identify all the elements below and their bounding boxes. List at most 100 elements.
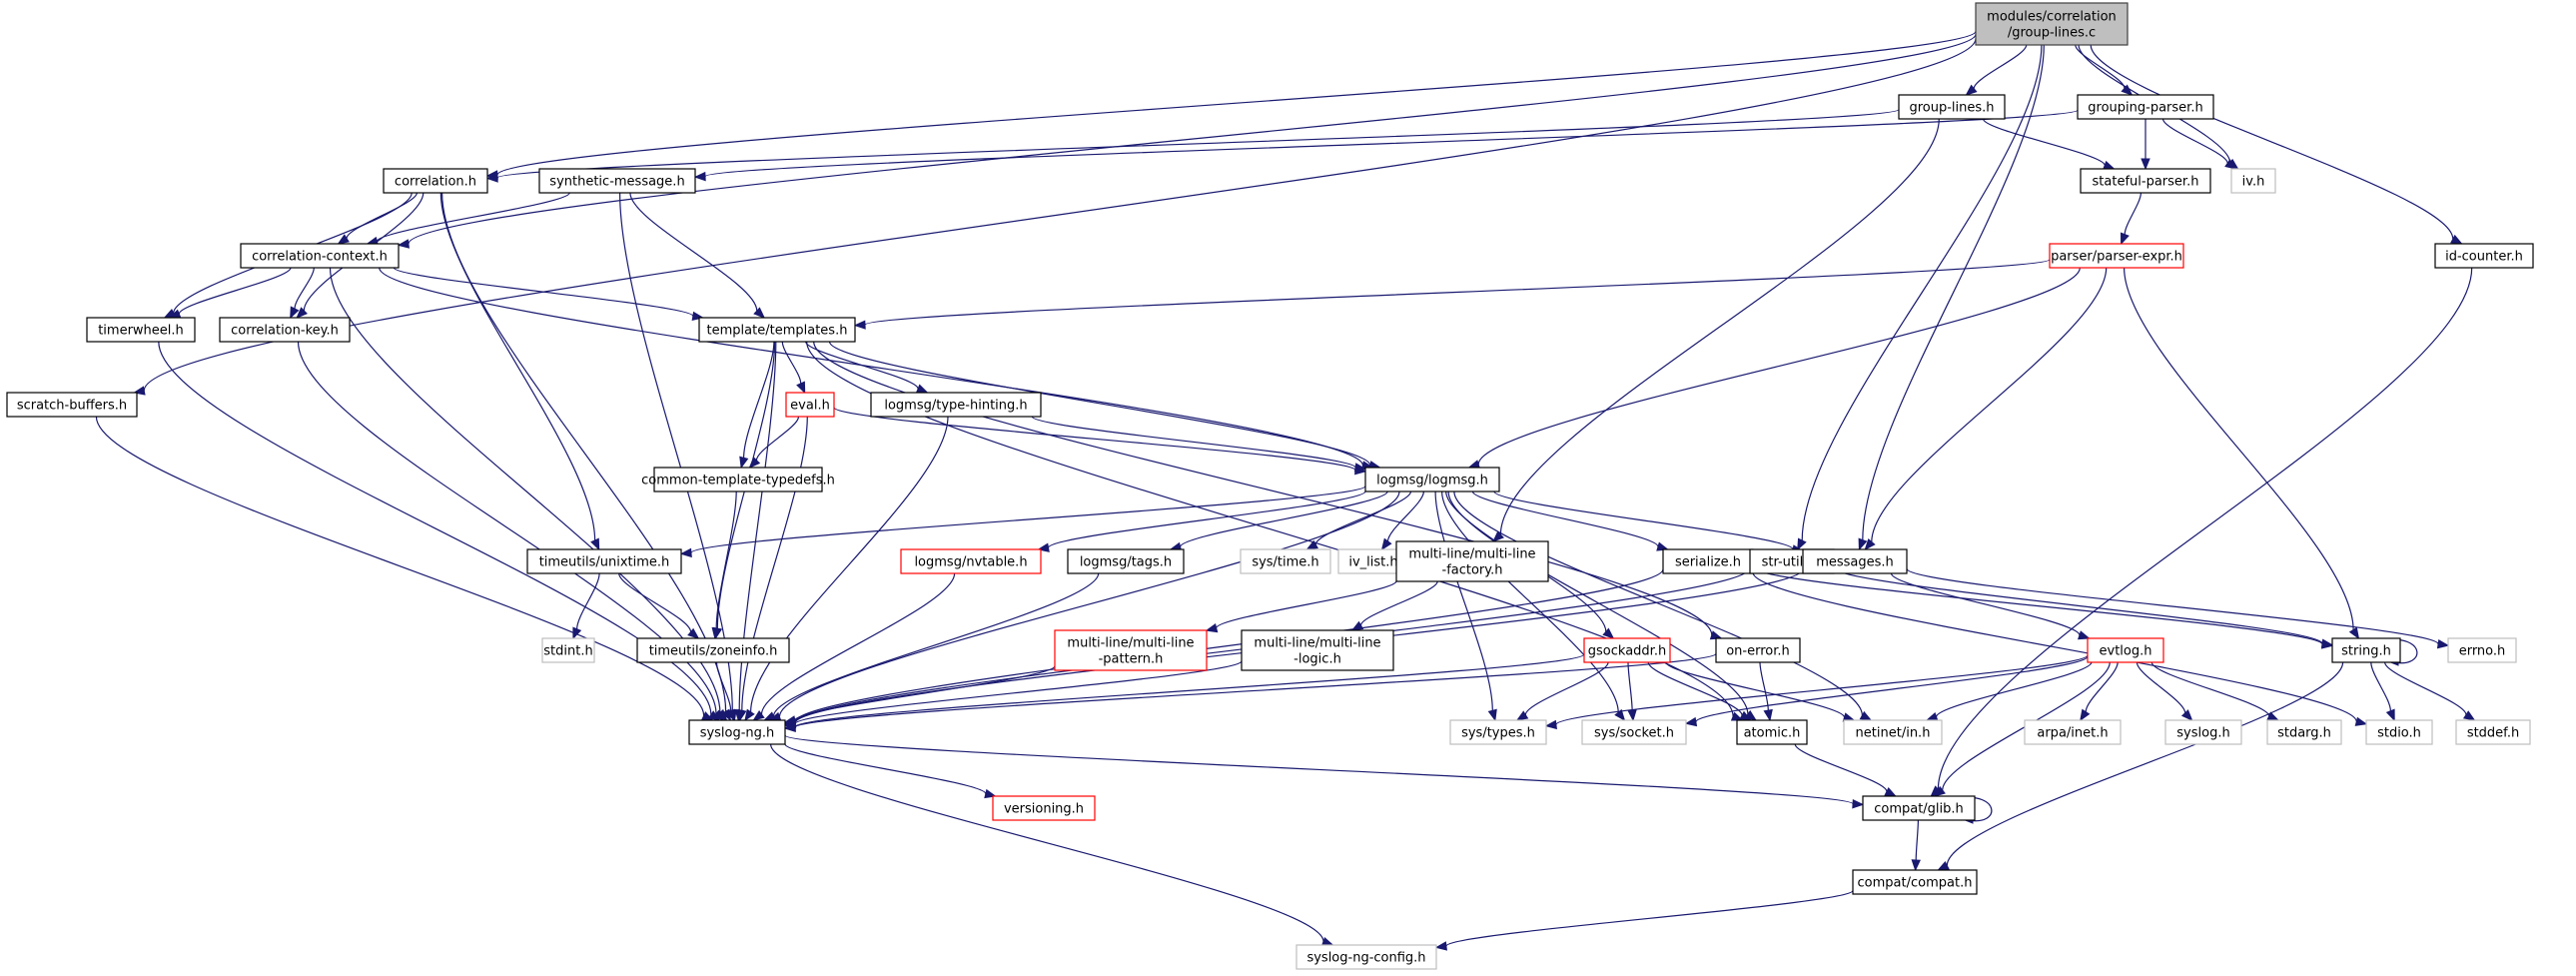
node-zoneinfo-h[interactable]: timeutils/zoneinfo.h xyxy=(636,637,790,663)
node-logmsg-h[interactable]: logmsg/logmsg.h xyxy=(1364,467,1500,492)
node-label: serialize.h xyxy=(1675,555,1741,570)
arrowhead xyxy=(712,709,725,721)
edge-eval-h-to-logmsg-h xyxy=(833,407,1367,476)
arrowhead xyxy=(748,457,761,469)
arrowhead xyxy=(1205,622,1219,633)
node-versioning-h[interactable]: versioning.h xyxy=(992,795,1096,821)
node-label: modules/correlation xyxy=(1987,10,2117,25)
node-box xyxy=(2434,243,2534,269)
node-grouping-parser-h[interactable]: grouping-parser.h xyxy=(2077,94,2214,120)
node-root[interactable]: modules/correlation/group-lines.c xyxy=(1975,2,2129,46)
node-label: on-error.h xyxy=(1726,644,1790,659)
edge-type-hinting-h-to-syslog-ng-h xyxy=(744,416,949,722)
node-correlation-key-h[interactable]: correlation-key.h xyxy=(219,317,351,343)
node-box xyxy=(785,392,835,418)
node-label: messages.h xyxy=(1816,555,1894,570)
node-multi-line-factory-h[interactable]: multi-line/multi-line-factory.h xyxy=(1395,540,1549,582)
node-box xyxy=(992,795,1096,821)
edge-line xyxy=(794,653,1585,728)
edge-line xyxy=(1794,743,1888,792)
node-on-error-h[interactable]: on-error.h xyxy=(1715,637,1801,663)
edge-line xyxy=(2124,192,2142,235)
node-syslog-h: syslog.h xyxy=(2164,719,2242,745)
edge-evtlog-h-to-arpa-inet-h xyxy=(2080,661,2119,722)
node-box xyxy=(1975,2,2129,46)
node-gsockaddr-h[interactable]: gsockaddr.h xyxy=(1583,637,1671,663)
node-synthetic-message-h[interactable]: synthetic-message.h xyxy=(538,168,696,194)
node-multi-line-logic-h[interactable]: multi-line/multi-line-logic.h xyxy=(1241,629,1394,671)
node-messages-h[interactable]: messages.h xyxy=(1802,548,1908,574)
node-id-counter-h[interactable]: id-counter.h xyxy=(2434,243,2534,269)
node-multi-line-pattern-h[interactable]: multi-line/multi-line-pattern.h xyxy=(1054,629,1208,671)
edge-grouping-parser-h-to-synthetic-message-h xyxy=(693,109,2079,182)
arrowhead xyxy=(711,626,722,640)
arrowhead xyxy=(1859,710,1873,721)
edge-correlation-context-h-to-logmsg-h xyxy=(379,267,1374,471)
node-scratch-buffers-h[interactable]: scratch-buffers.h xyxy=(6,392,138,418)
arrowhead xyxy=(853,320,866,330)
edge-line xyxy=(1871,267,2108,542)
node-evtlog-h[interactable]: evtlog.h xyxy=(2087,637,2164,663)
edge-line xyxy=(1665,661,1846,718)
edge-line xyxy=(1031,416,1356,469)
edge-gsockaddr-h-to-sys-types-h xyxy=(1515,661,1609,721)
arrowhead xyxy=(693,171,706,182)
edge-line xyxy=(1445,889,1854,947)
nodes-layer: modules/correlation/group-lines.c group-l… xyxy=(6,2,2534,970)
node-compat-h[interactable]: compat/compat.h xyxy=(1852,869,1978,895)
edge-line xyxy=(393,267,694,317)
arrowhead xyxy=(1544,719,1557,730)
edge-group-lines-h-to-correlation-h xyxy=(485,109,1900,183)
arrowhead xyxy=(485,173,498,183)
edge-correlation-key-h-to-syslog-ng-h xyxy=(297,341,725,721)
node-timerwheel-h[interactable]: timerwheel.h xyxy=(86,317,196,343)
edge-line xyxy=(1759,661,1769,711)
node-box xyxy=(1843,719,1943,745)
node-group-lines-h[interactable]: group-lines.h xyxy=(1898,94,2006,120)
edge-logmsg-h-to-iv-list-h xyxy=(1380,490,1424,551)
edge-line xyxy=(297,341,717,714)
edge-line xyxy=(2370,661,2391,711)
node-type-hinting-h[interactable]: logmsg/type-hinting.h xyxy=(870,392,1042,418)
node-label: -pattern.h xyxy=(1099,652,1164,667)
edge-parser-expr-h-to-template-templates-h xyxy=(853,259,2051,330)
node-box xyxy=(541,637,595,663)
node-glib-h[interactable]: compat/glib.h xyxy=(1862,795,1976,821)
edge-line xyxy=(2124,267,2354,630)
arrowhead xyxy=(2436,638,2450,649)
node-label: timeutils/unixtime.h xyxy=(539,555,670,570)
node-box xyxy=(2447,637,2517,663)
edge-line xyxy=(2161,118,2228,164)
node-eval-h[interactable]: eval.h xyxy=(785,392,835,418)
edge-line xyxy=(1477,267,2081,465)
node-parser-expr-h[interactable]: parser/parser-expr.h xyxy=(2049,243,2184,269)
arrowhead xyxy=(2348,626,2360,640)
node-string-h[interactable]: string.h xyxy=(2331,637,2401,663)
node-correlation-context-h[interactable]: correlation-context.h xyxy=(240,243,400,269)
node-serialize-h[interactable]: serialize.h xyxy=(1662,548,1754,574)
node-syslog-ng-h[interactable]: syslog-ng.h xyxy=(688,719,786,745)
node-template-templates-h[interactable]: template/templates.h xyxy=(698,317,856,343)
node-atomic-h[interactable]: atomic.h xyxy=(1736,719,1808,745)
node-unixtime-h[interactable]: timeutils/unixtime.h xyxy=(526,548,682,574)
arrowhead xyxy=(2180,709,2193,721)
node-errno-h: errno.h xyxy=(2447,637,2517,663)
arrowhead xyxy=(1380,537,1392,551)
arrowhead xyxy=(1320,937,1334,946)
node-box xyxy=(1295,944,1437,970)
edge-evtlog-h-to-stdarg-h xyxy=(2150,661,2280,721)
node-correlation-h[interactable]: correlation.h xyxy=(383,168,488,194)
node-iv-h: iv.h xyxy=(2230,168,2276,194)
arrowhead xyxy=(2320,638,2334,648)
arrowhead xyxy=(1492,530,1504,542)
node-nvtable-h[interactable]: logmsg/nvtable.h xyxy=(900,548,1042,574)
node-common-template-typedefs-h[interactable]: common-template-typedefs.h xyxy=(641,467,835,492)
node-box xyxy=(870,392,1042,418)
node-label: string.h xyxy=(2341,644,2391,659)
node-tags-h[interactable]: logmsg/tags.h xyxy=(1067,548,1185,574)
node-stateful-parser-h[interactable]: stateful-parser.h xyxy=(2080,168,2211,194)
edge-line xyxy=(376,192,570,243)
arrowhead xyxy=(1305,539,1318,550)
node-label: errno.h xyxy=(2459,644,2506,659)
edge-correlation-context-h-to-correlation-key-h xyxy=(290,267,315,320)
